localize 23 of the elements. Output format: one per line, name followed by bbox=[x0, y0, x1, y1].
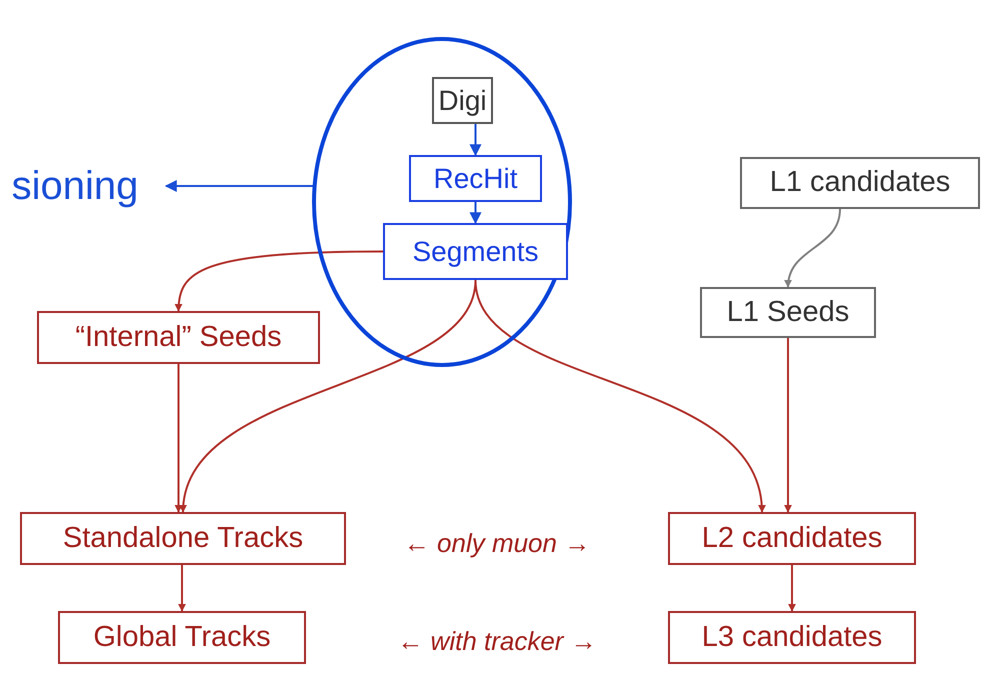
arrow bbox=[178, 565, 186, 612]
arrow bbox=[784, 338, 792, 513]
process-box: “Internal” Seeds bbox=[37, 311, 320, 364]
note-text: ← with tracker → bbox=[397, 625, 597, 658]
arrow bbox=[470, 202, 482, 224]
process-box: L1 Seeds bbox=[700, 287, 876, 338]
arrow bbox=[164, 180, 313, 192]
process-box: Digi bbox=[432, 77, 493, 124]
arrow bbox=[788, 565, 796, 612]
process-box: L2 candidates bbox=[668, 512, 916, 565]
process-box: L1 candidates bbox=[740, 157, 980, 209]
process-box: RecHit bbox=[409, 155, 542, 202]
process-box: Global Tracks bbox=[58, 611, 306, 664]
arrow bbox=[470, 124, 482, 156]
note-text: ← only muon → bbox=[404, 527, 590, 560]
arrow bbox=[474, 280, 765, 513]
process-box: Segments bbox=[383, 223, 568, 280]
arrow bbox=[174, 250, 384, 312]
arrow bbox=[174, 364, 182, 513]
callout-text: sioning bbox=[12, 166, 138, 206]
arrow bbox=[784, 208, 841, 288]
process-box: Standalone Tracks bbox=[20, 512, 346, 565]
process-box: L3 candidates bbox=[668, 611, 916, 664]
